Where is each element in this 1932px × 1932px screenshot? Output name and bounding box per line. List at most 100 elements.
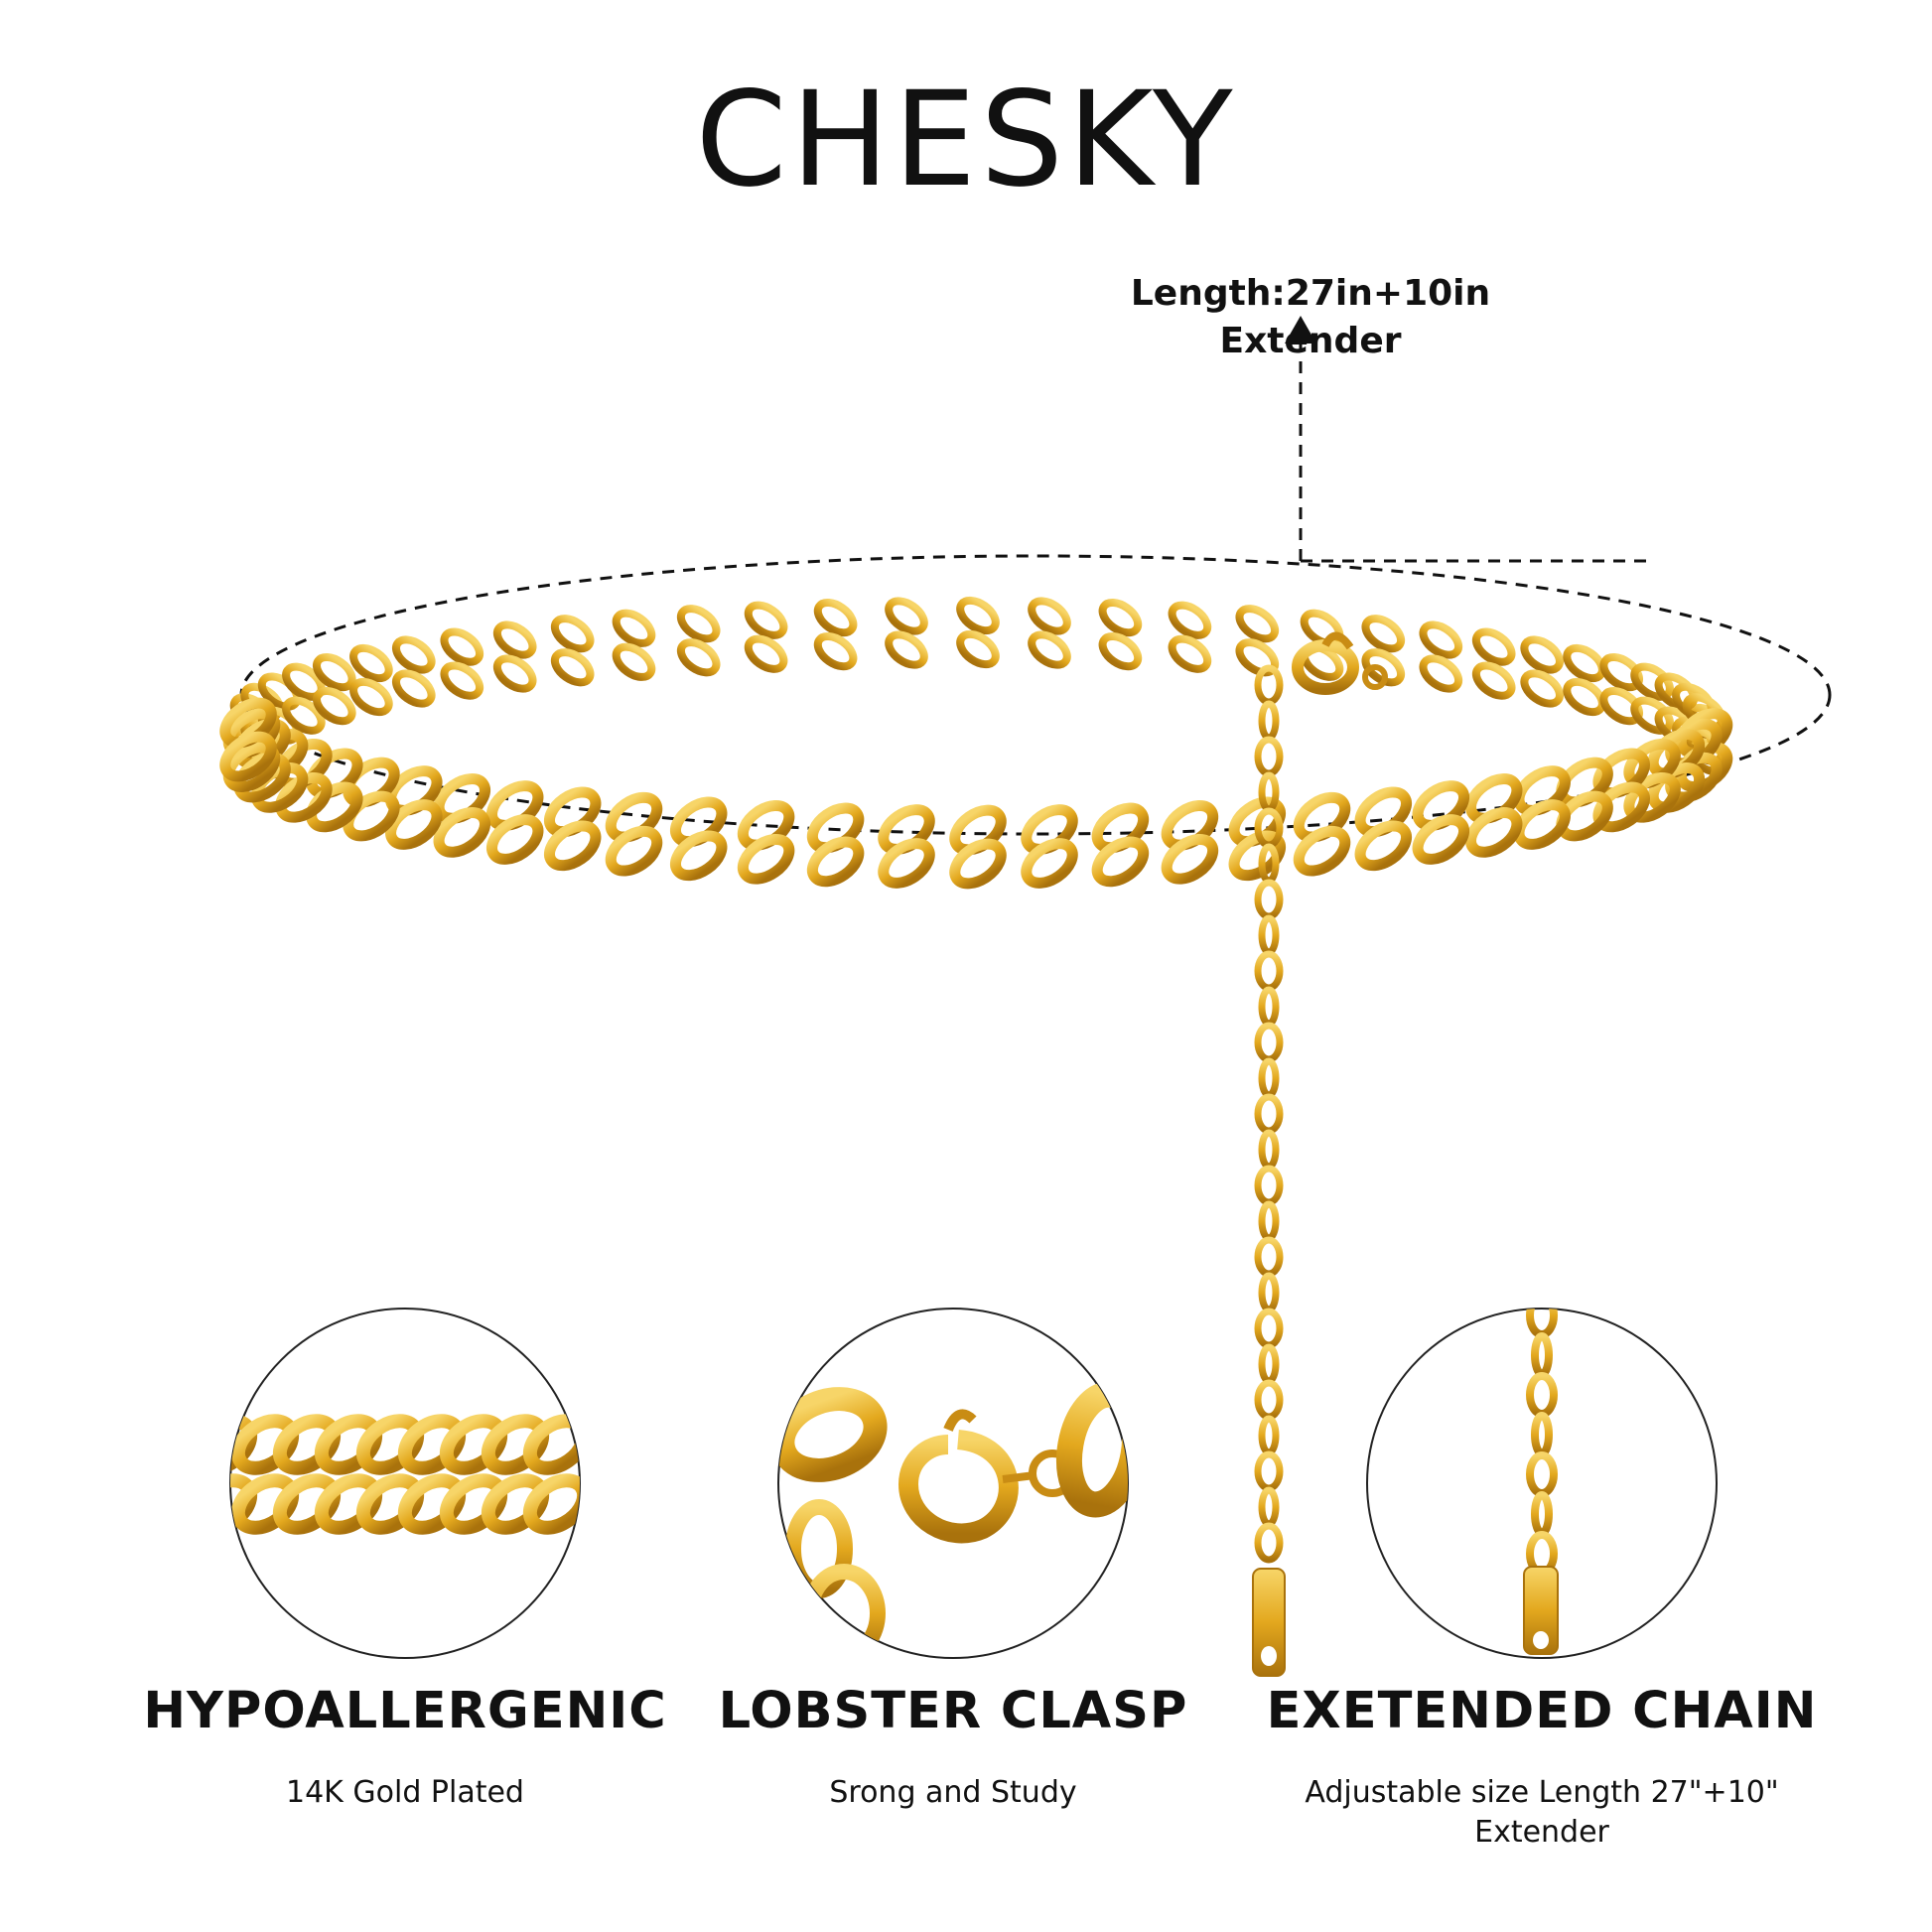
belt-link — [233, 752, 291, 803]
belt-link — [885, 630, 928, 669]
belt-link — [1563, 677, 1606, 717]
feature-title-lobster-clasp: LOBSTER CLASP — [718, 1682, 1188, 1740]
belt-link — [737, 833, 795, 885]
extender-tag — [1252, 1568, 1286, 1677]
belt-link — [219, 731, 277, 782]
belt-link — [1028, 630, 1071, 669]
belt-link — [676, 605, 721, 643]
belt-link — [1361, 648, 1406, 687]
extender-link — [1254, 1308, 1284, 1349]
extender-link — [1254, 1165, 1284, 1206]
belt-link — [612, 609, 656, 647]
belt-link — [885, 597, 928, 635]
feature-circle-hypoallergenic — [229, 1308, 581, 1659]
extender-link — [1254, 1022, 1284, 1063]
extender-link — [1258, 1415, 1280, 1456]
belt-link — [1419, 654, 1463, 693]
belt-link — [1654, 672, 1699, 711]
belt-link — [1168, 634, 1212, 673]
feature-title-extended-chain: EXETENDED CHAIN — [1266, 1682, 1818, 1740]
belt-link — [349, 643, 393, 683]
feature-title-hypoallergenic: HYPOALLERGENIC — [143, 1682, 667, 1740]
feature-subtitle-extended-chain: Adjustable size Length 27"+10" Extender — [1305, 1775, 1779, 1850]
belt-link — [1021, 838, 1078, 889]
extender-link — [1254, 1093, 1284, 1135]
belt-link — [1513, 799, 1571, 850]
belt-link — [1412, 814, 1469, 865]
extender-link — [1254, 879, 1284, 920]
belt-link — [1098, 598, 1143, 637]
belt-link — [492, 621, 537, 659]
feature-subtitle-hypoallergenic: 14K Gold Plated — [286, 1775, 524, 1810]
brand-title: CHESKY — [695, 64, 1237, 216]
belt-link — [813, 598, 858, 637]
extender-link — [1254, 1450, 1284, 1492]
belt-link — [1293, 825, 1351, 877]
belt-link — [550, 648, 595, 687]
belt-link — [1471, 627, 1516, 666]
extender-link — [1258, 1200, 1280, 1242]
extender-chain — [1254, 664, 1284, 1564]
curb-chain-closeup-icon — [230, 1414, 580, 1535]
belt-link — [544, 820, 602, 872]
extender-link — [1258, 700, 1280, 742]
belt-link — [1091, 836, 1150, 888]
belt-link — [744, 634, 788, 673]
extender-link — [1254, 1236, 1284, 1278]
belt-link — [1098, 631, 1143, 671]
belt-link — [486, 814, 544, 865]
belt-link — [1028, 597, 1071, 635]
extender-link — [1254, 1379, 1284, 1421]
belt-link — [313, 686, 356, 726]
extender-link — [1254, 736, 1284, 777]
belt-link — [744, 601, 788, 639]
belt-link — [1465, 807, 1523, 858]
belt-link — [956, 629, 1000, 669]
belt-link — [440, 661, 484, 700]
feature-circle-lobster-clasp — [777, 1308, 1129, 1659]
belt-link — [612, 642, 656, 681]
belt-link — [1563, 643, 1606, 683]
extender-link — [1258, 1343, 1280, 1385]
extender-link — [1254, 1522, 1284, 1564]
belt-link — [1520, 669, 1564, 708]
belt-link — [1161, 833, 1219, 885]
closeup-curb-link — [522, 1473, 580, 1535]
belt-link — [1520, 635, 1564, 674]
belt-link — [550, 615, 595, 653]
feature-subtitle-lobster-clasp: Srong and Study — [829, 1775, 1077, 1810]
belt-link — [1630, 696, 1674, 735]
belt-link — [492, 654, 537, 693]
extender-link — [1258, 1486, 1280, 1528]
belt-link — [1354, 820, 1412, 872]
belt-link — [313, 652, 356, 692]
feature-circle-extended-chain — [1366, 1308, 1718, 1659]
extender-link — [1258, 1272, 1280, 1313]
belt-link — [605, 825, 663, 877]
measurement-arrow — [1285, 316, 1648, 563]
belt-link — [392, 635, 436, 674]
extender-chain-closeup-icon — [1526, 1309, 1558, 1577]
belt-link — [282, 696, 326, 735]
belt-chain-back — [229, 596, 1729, 776]
belt-link — [676, 638, 721, 677]
belt-link — [878, 838, 935, 889]
extender-link — [1258, 914, 1280, 956]
length-label: Length:27in+10in Extender — [1130, 273, 1491, 361]
belt-link — [433, 807, 490, 858]
belt-link — [806, 836, 865, 888]
closeup-curb-link — [522, 1414, 580, 1475]
belt-link — [1361, 615, 1406, 653]
belt-clasp — [1292, 631, 1388, 695]
belt-link — [956, 596, 1000, 635]
belt-link — [385, 799, 443, 850]
belt-link — [349, 677, 393, 717]
belt-link — [440, 627, 484, 666]
belt-link — [670, 830, 728, 882]
extender-link — [1258, 986, 1280, 1028]
belt-link — [1630, 662, 1674, 701]
belt-link — [1168, 601, 1212, 639]
belt-link — [949, 838, 1007, 890]
belt-link — [1471, 661, 1516, 700]
